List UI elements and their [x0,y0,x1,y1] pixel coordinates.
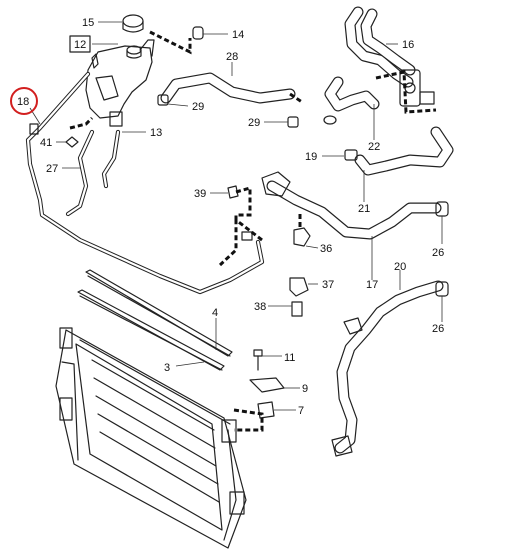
hose-20[interactable] [331,280,444,457]
callout-11[interactable]: 11 [284,352,295,364]
callout-26-upper[interactable]: 26 [432,247,444,259]
callout-15[interactable]: 15 [82,17,94,29]
callout-14[interactable]: 14 [232,29,244,41]
callout-37[interactable]: 37 [322,279,334,291]
callout-26-lower[interactable]: 26 [432,323,444,335]
screw-38[interactable] [291,301,303,317]
tank-cap[interactable] [122,14,144,33]
callout-28[interactable]: 28 [226,51,238,63]
callout-17[interactable]: 17 [366,279,378,291]
callout-12[interactable]: 12 [74,39,86,51]
callout-29-lower[interactable]: 29 [248,117,260,129]
radiator[interactable] [55,327,247,549]
callout-7[interactable]: 7 [298,405,304,417]
callout-18[interactable]: 18 [17,96,29,108]
dashed-link-14 [149,30,192,55]
tank-cap-small[interactable] [126,45,142,59]
leader-lines [29,21,443,411]
dashed-link-41 [69,116,94,130]
callout-box-12 [69,35,91,53]
bracket-7[interactable] [257,401,275,419]
callout-9[interactable]: 9 [302,383,308,395]
callout-39[interactable]: 39 [194,188,206,200]
clamp-29a[interactable] [157,94,169,106]
level-sensor-plug[interactable] [192,26,204,40]
hose-27[interactable] [65,129,95,217]
dashed-link-28 [289,92,303,104]
bracket-9[interactable] [249,377,285,393]
hose-28[interactable] [160,72,296,104]
hose-13[interactable] [101,129,121,189]
callout-4[interactable]: 4 [212,307,218,319]
dashed-link-wire [218,216,263,267]
hose-21[interactable] [354,126,454,176]
clamp-29b[interactable] [287,116,299,128]
hose-17[interactable] [261,171,442,240]
dashed-link-39 [234,186,252,222]
dashed-link-16 [375,70,437,114]
bolt-39[interactable] [227,185,239,199]
seal-4[interactable] [85,269,233,357]
callout-20[interactable]: 20 [394,261,406,273]
callout-16[interactable]: 16 [402,39,414,51]
clamp-19[interactable] [323,115,358,161]
dashed-link-7 [233,408,264,432]
callout-21[interactable]: 21 [358,203,370,215]
expansion-tank[interactable] [85,39,155,127]
connector-37[interactable] [289,277,309,297]
callout-22[interactable]: 22 [368,141,380,153]
clip-41[interactable] [65,136,79,148]
bolt-11[interactable] [253,349,263,371]
callout-41[interactable]: 41 [40,137,52,149]
hose-22[interactable] [324,76,380,112]
callout-3[interactable]: 3 [164,362,170,374]
callout-19[interactable]: 19 [305,151,317,163]
callout-36[interactable]: 36 [320,243,332,255]
callout-38[interactable]: 38 [254,301,266,313]
callout-13[interactable]: 13 [150,127,162,139]
bleed-valve-36[interactable] [293,227,311,247]
seal-3[interactable] [77,289,225,371]
callout-27[interactable]: 27 [46,163,58,175]
level-sensor-wire[interactable] [25,71,265,295]
highlight-circle-18 [10,87,38,115]
callout-29-upper[interactable]: 29 [192,101,204,113]
